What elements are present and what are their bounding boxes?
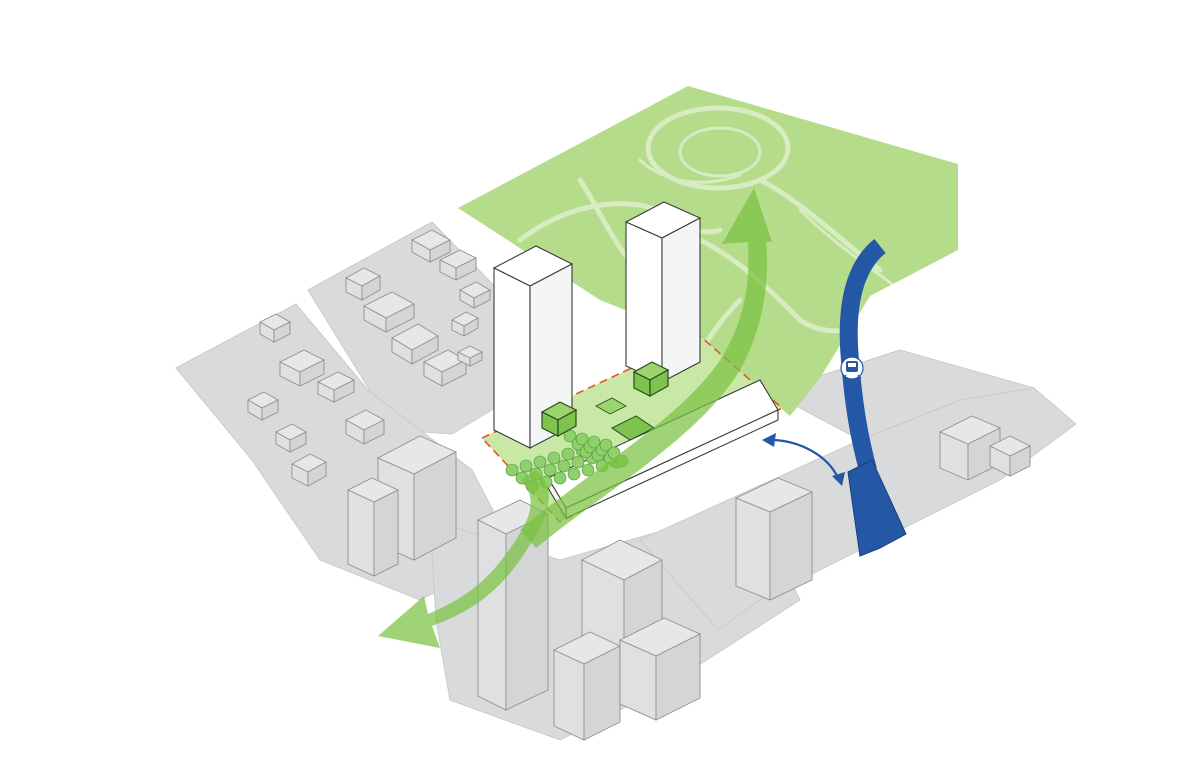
building <box>275 423 307 453</box>
building <box>451 311 479 337</box>
tree <box>587 435 601 449</box>
building <box>363 291 415 333</box>
tree <box>575 432 589 446</box>
building <box>988 435 1032 477</box>
green-roof-pavilion-east <box>632 361 670 398</box>
roof-garden-plot <box>595 397 627 415</box>
building <box>247 391 279 421</box>
building <box>411 229 451 263</box>
tree <box>599 438 613 452</box>
park-lawn <box>458 86 958 416</box>
building <box>438 249 478 281</box>
buildings-east <box>734 415 1032 601</box>
courtyard-trees <box>505 429 629 493</box>
tree <box>533 455 547 469</box>
building <box>259 313 291 343</box>
building <box>459 281 491 309</box>
building <box>316 371 356 403</box>
tree <box>505 463 519 477</box>
green-corridor-arrow-southwest <box>378 470 549 648</box>
building <box>552 631 622 741</box>
tree <box>553 471 567 485</box>
tree <box>547 451 561 465</box>
tree <box>557 459 571 473</box>
transit-station <box>847 459 907 557</box>
residential-buildings-west <box>247 313 385 487</box>
train-icon <box>840 356 864 380</box>
tree <box>519 459 533 473</box>
building <box>456 345 484 367</box>
green-roof-pavilion-west <box>540 401 578 438</box>
building <box>346 477 400 577</box>
building <box>345 267 381 301</box>
building <box>345 409 385 445</box>
building <box>734 477 814 601</box>
building <box>618 617 702 721</box>
building <box>278 349 326 387</box>
tree <box>581 463 595 477</box>
tower-east <box>624 201 702 383</box>
arrow-bidirectional-icon <box>762 433 845 486</box>
tower-west <box>492 245 574 449</box>
residential-buildings-northwest <box>345 229 491 387</box>
building <box>391 323 439 365</box>
tree <box>543 463 557 477</box>
block-east-strip <box>768 349 1035 441</box>
tree <box>567 467 581 481</box>
tree <box>571 455 585 469</box>
building <box>291 453 327 487</box>
tree <box>561 447 575 461</box>
building <box>423 349 467 387</box>
